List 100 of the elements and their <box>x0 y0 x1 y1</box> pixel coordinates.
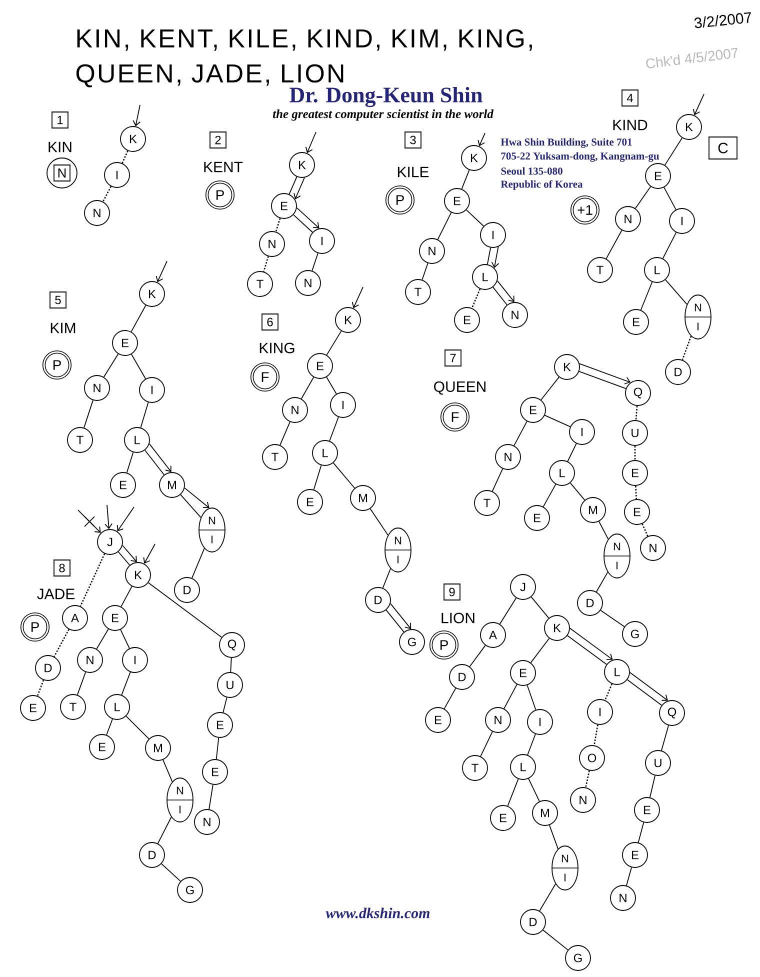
word-label: QUEEN <box>434 381 486 395</box>
tree-edge <box>118 551 130 566</box>
arrow <box>143 544 156 564</box>
word-label: KILE <box>398 166 429 178</box>
arrow <box>305 132 316 154</box>
arrow <box>570 628 613 660</box>
tree-edge <box>84 400 94 428</box>
tree-edge <box>661 725 669 751</box>
tree-edge <box>80 554 106 607</box>
tree-edge <box>130 304 146 332</box>
tree-edge <box>604 684 613 700</box>
number-box: 7 <box>444 350 462 366</box>
tree-edge <box>471 288 481 308</box>
arrow <box>352 286 364 308</box>
tree-edge <box>216 737 220 760</box>
tree-edge <box>585 770 590 788</box>
number-box: 6 <box>262 314 278 330</box>
tree-edge <box>539 884 556 912</box>
arrow <box>692 94 704 116</box>
word-label: KENT <box>204 162 243 172</box>
tree-edge <box>486 247 492 265</box>
tree-edge <box>126 452 134 474</box>
address-line: Hwa Shin Building, Suite 701 <box>500 138 632 148</box>
tree-edge <box>263 256 269 272</box>
tree-edge <box>640 282 653 310</box>
tree-edge <box>634 446 636 460</box>
arrow <box>579 363 631 384</box>
tree-edge <box>566 635 607 665</box>
tree-edge <box>208 784 214 810</box>
tree-edge <box>444 688 456 710</box>
tree-edge <box>662 232 677 259</box>
tree-edge <box>598 521 609 540</box>
tree-edge <box>157 816 172 844</box>
tree-edge <box>635 486 637 500</box>
tree-edge <box>275 218 281 232</box>
arrow <box>390 603 412 630</box>
arrow <box>496 280 514 302</box>
tree-edge <box>230 658 232 673</box>
tagline: the greatest computer scientist in the world <box>272 109 494 121</box>
arrow <box>122 544 137 562</box>
arrow <box>116 506 134 532</box>
tree-edge <box>578 371 626 389</box>
tree-edge <box>332 462 356 489</box>
address-line: 705-22 Yuksam-dong, Kangnam-gu <box>501 152 659 162</box>
number-box: 1 <box>52 112 68 128</box>
tree-edge <box>466 209 484 227</box>
tree-edge <box>126 716 150 740</box>
tree-edge <box>122 150 128 164</box>
tree-edge <box>492 468 504 492</box>
tree-edge <box>422 262 428 280</box>
tree-edge <box>540 376 560 400</box>
number-box: 2 <box>210 132 226 148</box>
heading: KIN, KENT, KILE, KIND, KIM, KING, QUEEN, JADE, LION <box>76 29 532 88</box>
tree-edge <box>326 330 342 356</box>
tree-edge <box>600 610 625 628</box>
tree-edge <box>499 598 517 624</box>
tree-edge <box>461 170 470 190</box>
tree-edge <box>300 376 314 400</box>
tree-edge <box>626 679 662 706</box>
date: 3/2/2007 <box>694 12 751 28</box>
tree-edge <box>326 376 337 394</box>
tree-edge <box>682 336 692 360</box>
arrow <box>296 207 320 228</box>
tree-edge <box>638 822 644 843</box>
arrow <box>148 443 172 472</box>
word-label: KING <box>260 342 294 354</box>
tree-edge <box>596 572 608 592</box>
tree-edge <box>288 176 298 195</box>
tree-edge <box>161 863 181 882</box>
tree-edge <box>664 138 683 166</box>
tree-edge <box>526 684 536 710</box>
word-label: KIND <box>613 120 648 130</box>
tree-edge <box>542 484 556 508</box>
tree-edge <box>665 279 688 305</box>
tree-edge <box>293 214 313 233</box>
word-label: LION <box>442 612 474 624</box>
tree-edge <box>530 596 550 618</box>
word-label: KIN <box>48 142 72 152</box>
arrow <box>491 246 500 268</box>
tree-edge <box>313 464 322 490</box>
tree-edge <box>329 416 339 442</box>
arrow <box>630 672 668 701</box>
tree-edge <box>370 508 388 536</box>
tree-edge <box>103 354 119 378</box>
number-box: 9 <box>444 584 460 600</box>
check-note: Chk'd 4/5/2007 <box>646 48 738 68</box>
tree-edge <box>148 582 222 638</box>
arrow <box>478 132 486 146</box>
tree-edge <box>642 524 648 536</box>
address-line: Republic of Korea <box>500 180 583 190</box>
tree-edge <box>36 680 44 696</box>
tree-edge <box>650 775 656 798</box>
tree-edge <box>96 628 109 650</box>
tree-edge <box>528 778 540 802</box>
tree-edge <box>131 354 146 380</box>
tree-edge <box>144 450 164 476</box>
tree-edge <box>386 610 404 632</box>
tree-edge <box>492 286 508 306</box>
tree-edge <box>606 230 622 260</box>
word-label: KIM <box>50 322 76 334</box>
